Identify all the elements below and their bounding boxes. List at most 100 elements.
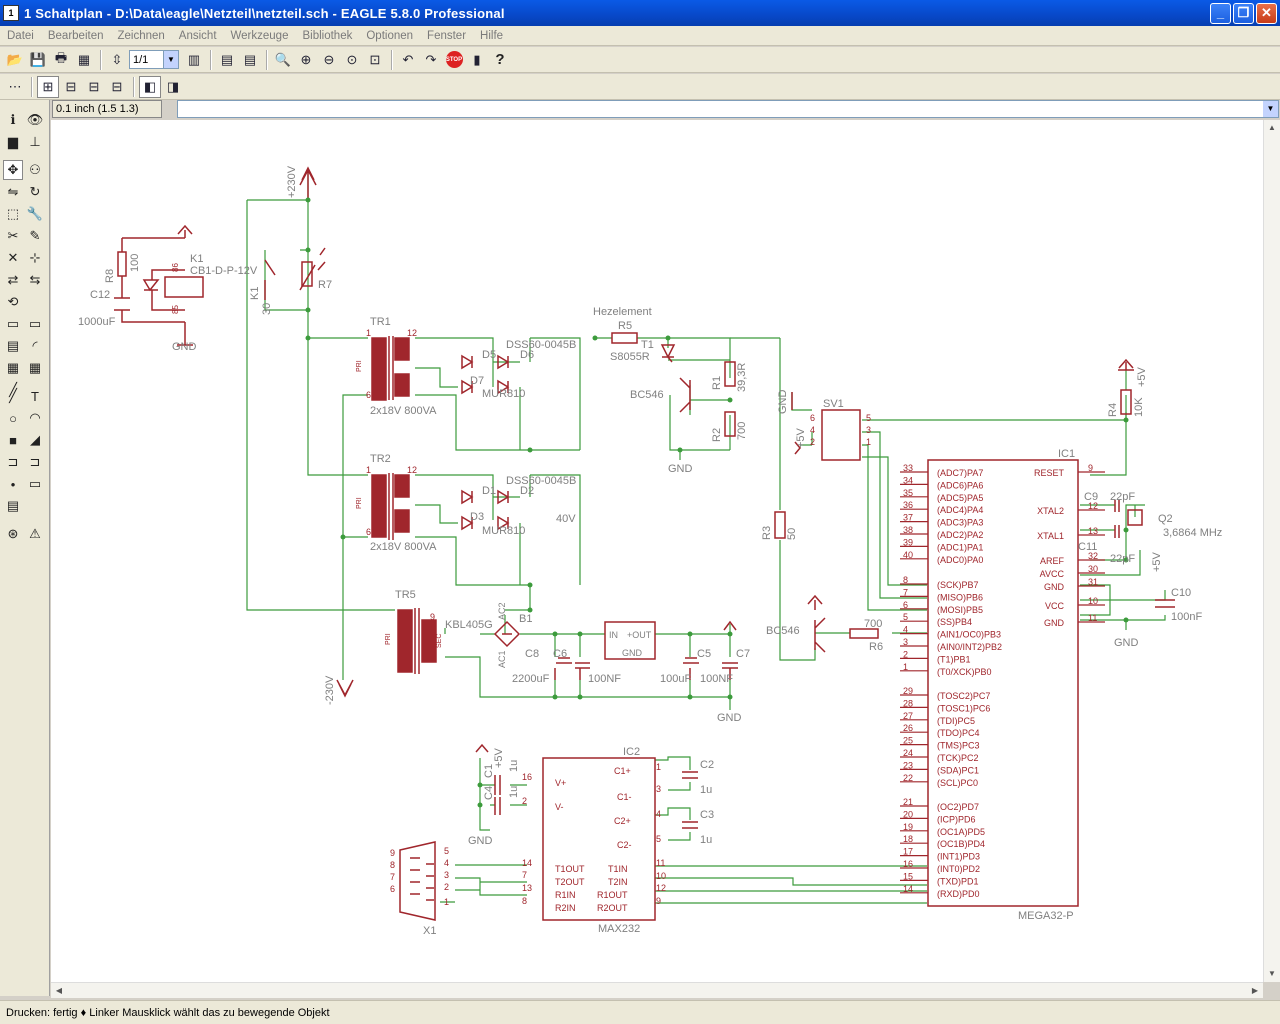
- schematic-canvas[interactable]: +230V -230V K1 CB1-D-P-12V K1 30 R8 100 …: [51, 120, 1263, 982]
- pinswap-icon[interactable]: ⇄: [7, 272, 19, 287]
- max232-pin-number: 12: [656, 883, 666, 893]
- max-c2m: C2-: [617, 840, 632, 850]
- zoom-select-icon[interactable]: ⊡: [369, 51, 381, 67]
- zoom-redraw-icon[interactable]: ⊙: [346, 51, 358, 67]
- delete-icon[interactable]: ✕: [7, 250, 19, 265]
- status-text: Drucken: fertig ♦ Linker Mausklick wählt…: [6, 1006, 330, 1019]
- ulp-icon[interactable]: ▤: [243, 51, 257, 67]
- value-icon[interactable]: ▭: [28, 316, 42, 331]
- erc-icon[interactable]: ⊛: [7, 526, 19, 541]
- open-icon[interactable]: 📂: [6, 51, 24, 67]
- scroll-down-icon[interactable]: ▼: [1268, 969, 1276, 978]
- undo-icon[interactable]: ↶: [402, 51, 414, 67]
- copy-icon[interactable]: ⚇: [29, 162, 41, 177]
- move-icon[interactable]: ✥: [3, 160, 23, 180]
- schematic-drawing[interactable]: +230V -230V K1 CB1-D-P-12V K1 30 R8 100 …: [51, 120, 1263, 982]
- minimize-button[interactable]: _: [1210, 3, 1231, 24]
- label-icon[interactable]: ▭: [28, 476, 42, 491]
- board-icon[interactable]: ▥: [187, 51, 201, 67]
- cut-icon[interactable]: ✂: [7, 228, 19, 243]
- attribute-icon[interactable]: ▤: [6, 498, 20, 513]
- mega-pin-name: (T1)PB1: [937, 654, 971, 664]
- sheet-select[interactable]: 1/1▼: [129, 50, 179, 69]
- wire-style-0-icon[interactable]: ⊞: [37, 75, 59, 98]
- name-icon[interactable]: ▭: [6, 316, 20, 331]
- bend-style-1-icon[interactable]: ◨: [166, 78, 180, 94]
- mega-pin-name: (MOSI)PB5: [937, 605, 983, 615]
- info-icon[interactable]: ℹ: [10, 112, 16, 127]
- wire-icon[interactable]: ╱: [9, 382, 17, 397]
- tr1-value-label: 2x18V 800VA: [370, 405, 437, 417]
- x1-pin-number: 5: [444, 846, 449, 856]
- chevron-down-icon[interactable]: ▼: [1263, 101, 1278, 117]
- rect-icon[interactable]: ■: [9, 432, 17, 448]
- redo-icon[interactable]: ↷: [425, 51, 437, 67]
- stop-icon[interactable]: STOP: [443, 49, 465, 71]
- c9-value-label: 22pF: [1110, 491, 1135, 503]
- arc-icon[interactable]: ◠: [29, 410, 41, 425]
- mega-pin-number: 38: [903, 525, 913, 535]
- scroll-right-icon[interactable]: ▶: [1251, 986, 1259, 995]
- menu-datei[interactable]: Datei: [7, 29, 34, 42]
- smash-icon[interactable]: ▤: [6, 338, 20, 353]
- wire-style-2-icon[interactable]: ⊟: [88, 78, 100, 94]
- menu-optionen[interactable]: Optionen: [366, 29, 414, 42]
- chevron-down-icon[interactable]: ▼: [163, 51, 178, 68]
- menu-werkzeuge[interactable]: Werkzeuge: [230, 29, 289, 42]
- save-icon[interactable]: 💾: [29, 51, 47, 67]
- help-icon[interactable]: ?: [489, 49, 511, 71]
- bend-style-0-icon[interactable]: ◧: [139, 75, 161, 98]
- rotate-icon[interactable]: ↻: [29, 184, 41, 199]
- polygon-icon[interactable]: ◢: [30, 432, 40, 447]
- menu-ansicht[interactable]: Ansicht: [178, 29, 217, 42]
- vertical-scrollbar[interactable]: ▲ ▼: [1263, 120, 1280, 982]
- cam-icon[interactable]: ▦: [77, 51, 91, 67]
- display-icon[interactable]: ▆: [8, 134, 18, 149]
- scroll-up-icon[interactable]: ▲: [1268, 123, 1276, 132]
- show-icon[interactable]: 👁: [26, 112, 44, 127]
- print-icon[interactable]: 🖶: [54, 49, 68, 65]
- grid-icon[interactable]: ⋯: [8, 78, 22, 94]
- menu-zeichnen[interactable]: Zeichnen: [117, 29, 165, 42]
- text-icon[interactable]: T: [31, 388, 39, 404]
- wire-style-3-icon[interactable]: ⊟: [111, 78, 123, 94]
- miter-icon[interactable]: ◜: [32, 338, 38, 353]
- errors-icon[interactable]: ⚠: [29, 526, 41, 541]
- menu-bearbeiten[interactable]: Bearbeiten: [47, 29, 104, 42]
- scroll-left-icon[interactable]: ◀: [55, 986, 63, 995]
- bus-icon[interactable]: ⊐: [7, 454, 19, 469]
- mega-pin-number: 13: [1088, 526, 1098, 536]
- zoom-out-icon[interactable]: ⊖: [323, 51, 335, 67]
- invoke-icon[interactable]: ▦: [28, 360, 42, 375]
- menu-fenster[interactable]: Fenster: [427, 29, 467, 42]
- mark-icon[interactable]: ⊥: [29, 134, 41, 149]
- net-icon[interactable]: ⊐: [29, 454, 41, 469]
- mur2-label: MUR810: [482, 525, 525, 537]
- add-icon[interactable]: ⊹: [29, 250, 41, 265]
- maximize-button[interactable]: ❐: [1233, 3, 1254, 24]
- circle-icon[interactable]: ○: [9, 410, 17, 426]
- line-icon[interactable]: ╱: [9, 388, 17, 403]
- mirror-icon[interactable]: ⇋: [7, 184, 19, 199]
- go-icon[interactable]: ▮: [473, 51, 481, 67]
- split-icon[interactable]: ▦: [6, 360, 20, 375]
- sheet-icon[interactable]: ⇳: [111, 51, 123, 67]
- zoom-in-icon[interactable]: ⊕: [300, 51, 312, 67]
- menu-hilfe[interactable]: Hilfe: [480, 29, 504, 42]
- zoom-fit-icon[interactable]: 🔍: [274, 51, 292, 67]
- paste-icon[interactable]: ✎: [29, 228, 41, 243]
- horizontal-scrollbar[interactable]: ◀ ▶: [51, 982, 1263, 998]
- change-icon[interactable]: 🔧: [26, 206, 44, 221]
- gateswap-icon[interactable]: ⟲: [7, 294, 19, 309]
- close-button[interactable]: ✕: [1256, 3, 1277, 24]
- command-line-input[interactable]: ▼: [177, 100, 1279, 118]
- app-icon: 1: [3, 5, 19, 21]
- mega-pin-number: 8: [903, 575, 908, 585]
- script-icon[interactable]: ▤: [220, 51, 234, 67]
- junction-icon[interactable]: •: [10, 476, 16, 492]
- replace-icon[interactable]: ⇆: [29, 272, 41, 287]
- group-icon[interactable]: ⬚: [6, 206, 20, 221]
- wire-style-1-icon[interactable]: ⊟: [65, 78, 77, 94]
- menu-bibliothek[interactable]: Bibliothek: [302, 29, 353, 42]
